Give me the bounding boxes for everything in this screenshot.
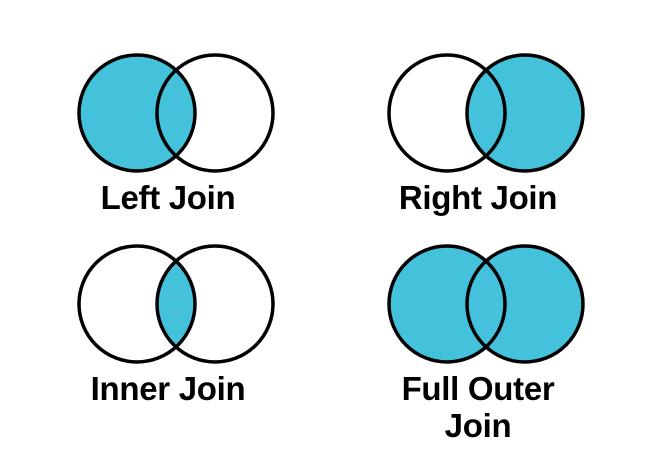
left-join-label: Left Join [100,179,236,216]
right-circle-outline [155,53,275,173]
right-join-venn-graphic [387,53,585,173]
inner-join-venn-graphic [77,244,275,364]
right-circle-outline [155,244,275,364]
right-join-label: Right Join [398,179,558,216]
left-circle-outline [77,53,197,173]
left-circle-outline [387,53,507,173]
right-circle-outline [465,244,585,364]
left-circle-outline [77,244,197,364]
full-outer-join-venn-graphic [387,244,585,364]
inner-join-label: Inner Join [90,370,246,407]
left-join-venn-graphic [77,53,275,173]
left-circle-outline [387,244,507,364]
venn-left-join: Left Join [76,51,276,216]
venn-full-outer-join: Full Outer Join [386,242,586,444]
venn-right-join: Right Join [386,51,586,216]
right-circle-outline [465,53,585,173]
full-outer-join-label: Full Outer Join [401,370,555,444]
venn-inner-join: Inner Join [76,242,276,407]
